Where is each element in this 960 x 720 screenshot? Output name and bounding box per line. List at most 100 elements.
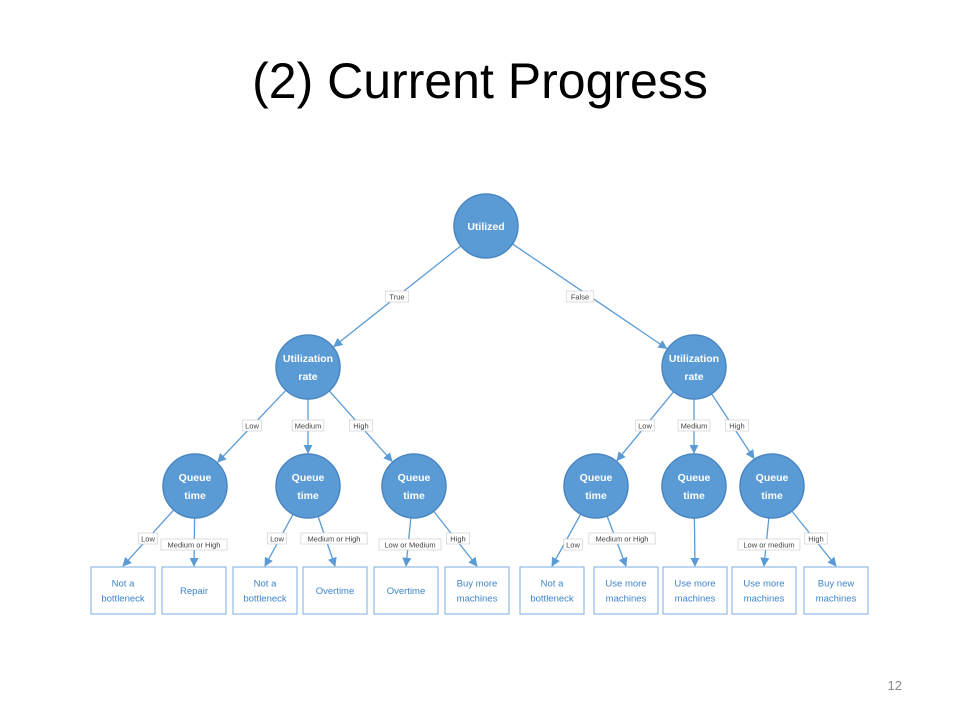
edge-label-l1-4-text: Medium	[681, 422, 708, 431]
edge-label-l2-6-text: Low	[566, 541, 580, 550]
queue-time-node-0-shape	[162, 453, 228, 519]
queue-time-node-1-shape	[275, 453, 341, 519]
utilization-rate-node-0-shape	[275, 334, 341, 400]
leaf-node-10-label: Buy new	[818, 579, 855, 590]
utilization-rate-node-0-label: Utilization	[283, 353, 333, 365]
queue-time-node-1-label: time	[297, 490, 319, 502]
leaf-node-10-label: machines	[816, 594, 857, 605]
queue-time-node-3-label: time	[585, 490, 607, 502]
edge-label-l2-1: Medium or High	[160, 538, 228, 551]
leaf-node-7: Use more machines	[593, 566, 659, 615]
edge-label-l2-10: High	[804, 532, 828, 545]
edge-label-l1-4: Medium	[677, 419, 711, 432]
edge-label-l2-4-box	[378, 538, 442, 551]
utilization-rate-node-0-label: rate	[298, 371, 317, 383]
leaf-node-9: Use more machines	[731, 566, 797, 615]
edge-label-l2-0-text: Low	[141, 535, 155, 544]
queue-time-node-2-label: Queue	[398, 472, 431, 484]
leaf-node-2: Not a bottleneck	[232, 566, 298, 615]
edge-label-l1-2-box	[349, 419, 373, 432]
queue-time-node-3-label: Queue	[580, 472, 613, 484]
edge-label-l2-10-text: High	[808, 535, 823, 544]
queue-time-node-0-label: time	[184, 490, 206, 502]
edge-label-root-1-box	[565, 290, 595, 303]
queue-time-node-1-label: Queue	[292, 472, 325, 484]
edge-label-l2-0-box	[138, 532, 158, 545]
edge-label-root-0: True	[385, 290, 409, 303]
queue-time-node-4-label: time	[683, 490, 705, 502]
leaf-node-1: Repair	[161, 566, 227, 615]
edge-label-l2-5-box	[446, 532, 470, 545]
edge-label-l2-7: Medium or High	[588, 532, 656, 545]
edge-label-l2-3-text: Medium or High	[308, 535, 361, 544]
edge-label-l1-3: Low	[635, 419, 655, 432]
edge-label-l1-5-box	[725, 419, 749, 432]
leaf-node-6-label: Not a	[541, 579, 564, 590]
leaf-node-9-label: machines	[744, 594, 785, 605]
edge-label-l2-7-text: Medium or High	[596, 535, 649, 544]
queue-time-node-5-label: time	[761, 490, 783, 502]
slide-title: (2) Current Progress	[252, 53, 708, 109]
queue-time-node-5-shape	[739, 453, 805, 519]
edge-label-l2-4-text: Low or Medium	[384, 541, 435, 550]
leaf-node-0-box	[90, 566, 156, 615]
utilization-rate-node-1-label: Utilization	[669, 353, 719, 365]
edge-label-l2-5-text: High	[450, 535, 465, 544]
edge-label-root-1-text: False	[571, 293, 589, 302]
leaf-node-7-box	[593, 566, 659, 615]
nodes-layer: UtilizedUtilizationrateUtilizationrateQu…	[90, 193, 869, 615]
edge-label-l1-0-box	[242, 419, 262, 432]
leaf-node-6-label: bottleneck	[530, 594, 574, 605]
leaf-node-0: Not a bottleneck	[90, 566, 156, 615]
edge-label-l2-9-text: Low or medium	[743, 541, 794, 550]
edge-label-l2-1-text: Medium or High	[168, 541, 221, 550]
leaf-node-6: Not a bottleneck	[519, 566, 585, 615]
edge-label-root-0-text: True	[389, 293, 404, 302]
edge-label-l2-0: Low	[138, 532, 158, 545]
leaf-node-2-box	[232, 566, 298, 615]
leaf-node-0-label: Not a	[112, 579, 135, 590]
leaf-node-8-label: Use more	[674, 579, 715, 590]
edge-label-root-1: False	[565, 290, 595, 303]
leaf-node-3: Overtime	[302, 566, 368, 615]
edge-label-l2-3-box	[300, 532, 368, 545]
leaf-node-5-box	[444, 566, 510, 615]
edge-label-l1-0-text: Low	[245, 422, 259, 431]
leaf-node-7-label: Use more	[605, 579, 646, 590]
edges-layer	[122, 243, 837, 567]
queue-time-node-2-label: time	[403, 490, 425, 502]
edge-label-root-0-box	[385, 290, 409, 303]
leaf-node-7-label: machines	[606, 594, 647, 605]
leaf-node-0-label: bottleneck	[101, 594, 145, 605]
leaf-node-9-label: Use more	[743, 579, 784, 590]
queue-time-node-1: Queue time	[275, 453, 341, 519]
edge-label-l1-2-text: High	[353, 422, 368, 431]
edge-label-l2-2-text: Low	[270, 535, 284, 544]
leaf-node-3-box	[302, 566, 368, 615]
leaf-node-2-label: Not a	[254, 579, 277, 590]
edge-label-l2-4: Low or Medium	[378, 538, 442, 551]
edge-label-l1-0: Low	[242, 419, 262, 432]
queue-time-node-3: Queue time	[563, 453, 629, 519]
edge-label-l1-2: High	[349, 419, 373, 432]
edge-label-l2-2: Low	[267, 532, 287, 545]
leaf-node-9-box	[731, 566, 797, 615]
root-node-utilized-shape	[453, 193, 519, 259]
utilization-rate-node-0: Utilization rate	[275, 334, 341, 400]
queue-time-node-3-shape	[563, 453, 629, 519]
edge-label-l2-7-box	[588, 532, 656, 545]
leaf-node-2-label: bottleneck	[243, 594, 287, 605]
queue-time-node-2-shape	[381, 453, 447, 519]
leaf-node-4-box	[373, 566, 439, 615]
edge-label-l1-5-text: High	[729, 422, 744, 431]
edge-label-l1-4-box	[677, 419, 711, 432]
root-node-utilized-label: Utilized	[467, 221, 504, 233]
edge-label-l1-3-box	[635, 419, 655, 432]
queue-time-node-0-label: Queue	[179, 472, 212, 484]
edge-label-l2-10-box	[804, 532, 828, 545]
